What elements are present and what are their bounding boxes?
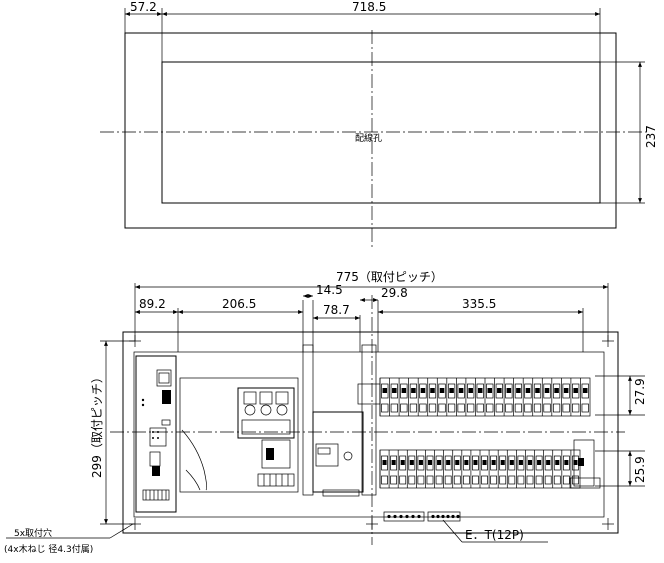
dim-width-text: 718.5 xyxy=(352,0,386,14)
breaker-top-6 xyxy=(427,378,437,416)
front-view: 775（取付ピッチ） 89.2 206.5 14.5 78.7 29.8 335… xyxy=(4,270,647,555)
breaker-top-20 xyxy=(561,378,570,416)
breaker-bottom-3 xyxy=(397,450,407,488)
dim-top-row-text: 27.9 xyxy=(633,378,647,405)
breaker-top-2 xyxy=(389,378,398,416)
breaker-top-14 xyxy=(503,378,513,416)
breaker-top-3 xyxy=(398,378,408,416)
breaker-bottom-17 xyxy=(525,450,534,488)
breaker-bottom-6 xyxy=(425,450,434,488)
mounting-holes xyxy=(129,335,614,530)
dim-pitch-width-text: 775（取付ピッチ） xyxy=(336,270,443,284)
center-module xyxy=(302,344,381,497)
earth-terminal xyxy=(383,511,461,522)
breaker-top-9 xyxy=(456,378,465,416)
breaker-bottom-15 xyxy=(506,450,516,488)
breaker-bottom-2 xyxy=(388,450,398,488)
breaker-bottom-21 xyxy=(561,450,570,488)
breaker-top-17 xyxy=(532,378,542,416)
breaker-top-1 xyxy=(379,378,389,416)
breaker-top-19 xyxy=(551,378,561,416)
main-breaker-area xyxy=(179,377,299,493)
breaker-bottom-9 xyxy=(452,450,461,488)
breaker-bottom-5 xyxy=(416,450,425,488)
wiring-hole xyxy=(161,61,601,204)
right-small-breaker xyxy=(569,439,601,489)
terminal-label: E．T(12P) xyxy=(465,528,524,542)
breaker-bottom-13 xyxy=(488,450,498,488)
breaker-columns xyxy=(379,378,589,488)
breaker-bottom-14 xyxy=(497,450,507,488)
top-outer-box xyxy=(124,32,617,229)
dim-e-text: 29.8 xyxy=(381,286,408,300)
breaker-bottom-20 xyxy=(552,450,561,488)
mount-hole-label-1: 5x取付穴 xyxy=(14,527,52,539)
front-outer-case xyxy=(122,331,619,534)
breaker-bottom-11 xyxy=(470,450,479,488)
dim-a-text: 89.2 xyxy=(139,297,166,311)
breaker-top-7 xyxy=(436,378,446,416)
breaker-top-12 xyxy=(484,378,494,416)
left-module xyxy=(135,355,177,513)
breaker-top-11 xyxy=(475,378,484,416)
breaker-bottom-16 xyxy=(516,450,525,488)
breaker-top-5 xyxy=(417,378,427,416)
breaker-bottom-18 xyxy=(534,450,543,488)
breaker-bottom-12 xyxy=(479,450,488,488)
breaker-top-10 xyxy=(465,378,475,416)
mount-hole-label-2: (4x木ねじ 径4.3付属) xyxy=(4,543,93,555)
breaker-top-22 xyxy=(580,378,589,416)
breaker-top-8 xyxy=(446,378,456,416)
dim-left-margin-text: 57.2 xyxy=(130,0,157,14)
breaker-bottom-1 xyxy=(379,450,388,488)
dim-pitch-height-text: 299（取付ピッチ） xyxy=(90,371,104,478)
breaker-top-15 xyxy=(513,378,523,416)
front-inner-panel xyxy=(133,351,605,518)
dim-height-text: 237 xyxy=(644,125,658,148)
dim-b-text: 206.5 xyxy=(222,297,256,311)
breaker-top-4 xyxy=(408,378,418,416)
breaker-top-21 xyxy=(570,378,580,416)
breaker-top-18 xyxy=(541,378,551,416)
dim-bottom-row-text: 25.9 xyxy=(633,456,647,483)
wiring-hole-label: 配線孔 xyxy=(355,132,382,144)
breaker-top-13 xyxy=(494,378,503,416)
dim-d-text: 78.7 xyxy=(323,303,350,317)
breaker-bottom-7 xyxy=(434,450,443,488)
breaker-bottom-22 xyxy=(570,450,579,488)
breaker-bottom-4 xyxy=(406,450,416,488)
dim-c-text: 14.5 xyxy=(316,283,343,297)
dim-f-text: 335.5 xyxy=(462,297,496,311)
breaker-bottom-19 xyxy=(543,450,552,488)
breaker-top-16 xyxy=(522,378,532,416)
breaker-bottom-10 xyxy=(461,450,470,488)
top-view: 57.2 718.5 237 配線孔 xyxy=(100,0,658,248)
breaker-bottom-8 xyxy=(443,450,452,488)
